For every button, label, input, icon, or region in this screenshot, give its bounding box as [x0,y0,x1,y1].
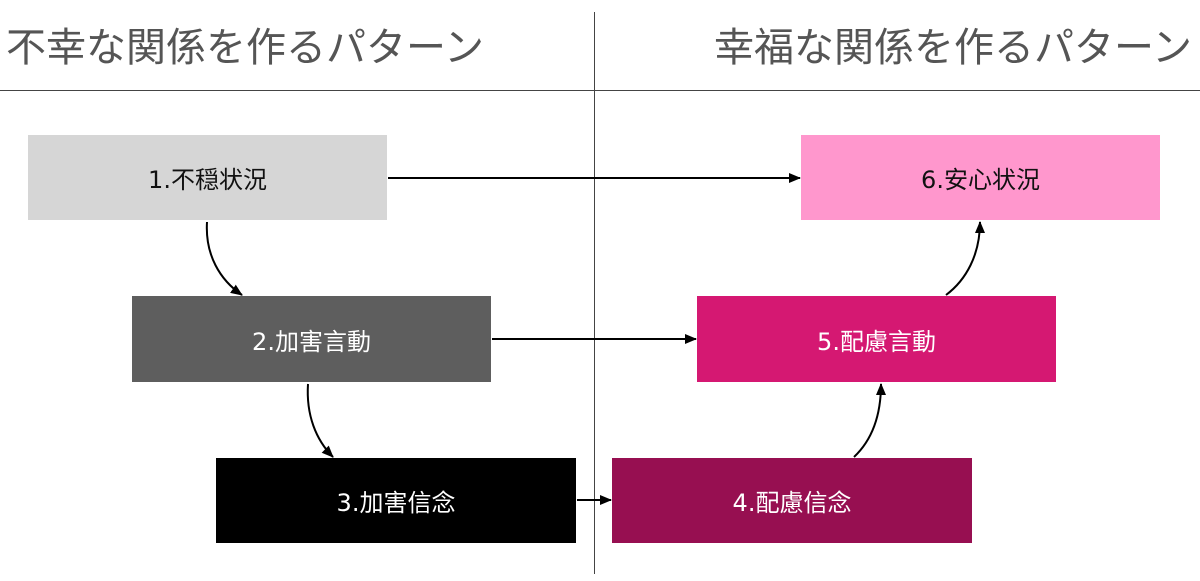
arrow-considerate-behavior-to-secure-situation [945,221,985,296]
arrow-harmful-behavior-to-harmful-belief [306,383,334,458]
column-divider [594,12,595,574]
node-considerate-behavior: 5.配慮言動 [697,296,1056,382]
node-harmful-behavior: 2.加害言動 [132,296,491,382]
node-harmful-belief: 3.加害信念 [216,458,576,543]
unhappy-pattern-header: 不幸な関係を作るパターン [6,25,484,71]
node-considerate-belief: 4.配慮信念 [612,458,972,543]
header-divider [0,90,1200,91]
arrow-considerate-belief-to-considerate-behavior [853,383,886,458]
node-unsettled-situation: 1.不穏状況 [28,135,387,220]
happy-pattern-header: 幸福な関係を作るパターン [714,25,1192,71]
node-secure-situation: 6.安心状況 [801,135,1160,220]
arrow-unsettled-to-harmful-behavior [205,221,243,296]
